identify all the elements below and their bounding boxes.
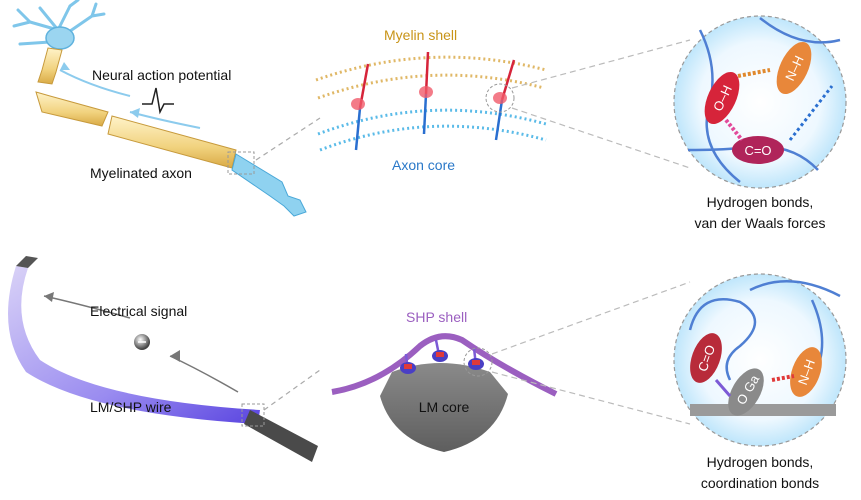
hydrogen-bond	[771, 374, 795, 382]
top-bonds-label-2: van der Waals forces	[695, 215, 826, 231]
co-molecule: C=O	[690, 333, 722, 383]
nh-molecule: N–H	[790, 347, 822, 397]
bottom-bonds-label-1: Hydrogen bonds,	[707, 454, 814, 470]
coordination-bond	[714, 379, 732, 397]
wire-illustration: Electrical signal LM/SHP wire	[8, 256, 318, 462]
hydrogen-bond	[724, 118, 744, 142]
arrow-head	[44, 292, 54, 302]
connector-line	[263, 369, 321, 411]
myelin-shell-label: Myelin shell	[384, 27, 457, 43]
neuron-illustration: Neural action potential Myelinated axon	[12, 0, 307, 217]
oh-molecule: O–H	[704, 71, 740, 125]
lm-core	[380, 363, 508, 452]
arrow-head	[170, 350, 180, 362]
connector-line	[255, 117, 321, 161]
top-bonds-label-1: Hydrogen bonds,	[707, 194, 814, 210]
wire-tip	[16, 256, 38, 268]
lm-core-label: LM core	[419, 399, 470, 415]
wire-label: LM/SHP wire	[90, 399, 172, 415]
ga-o-molecule: O Ga	[728, 368, 764, 416]
shp-links	[400, 339, 484, 374]
membrane-illustration: Myelin shell Axon core	[315, 27, 547, 173]
top-zoom-circle: O–H N–H C=O	[673, 15, 847, 189]
lm-surface	[690, 404, 836, 416]
myelin-band	[315, 55, 547, 100]
neural-label: Neural action potential	[92, 67, 231, 83]
connector-line	[491, 371, 691, 425]
co-molecule: C=O	[732, 136, 784, 164]
hbond-nodes	[351, 86, 507, 110]
svg-text:C=O: C=O	[744, 143, 771, 158]
nh-molecule: N–H	[776, 41, 812, 95]
bottom-bonds-label-2: coordination bonds	[701, 475, 819, 491]
wire-core-end	[244, 410, 318, 462]
axon-core-label: Axon core	[392, 157, 455, 173]
arrow-head	[130, 108, 140, 118]
shp-shell-label: SHP shell	[406, 309, 467, 325]
connector-line	[511, 107, 691, 169]
bottom-zoom-circle: C=O O Ga N–H	[673, 273, 847, 447]
signal-label: Electrical signal	[90, 303, 187, 319]
wire-zoom-box	[241, 403, 265, 427]
soma	[45, 26, 75, 50]
axon-zoom-box	[227, 151, 255, 175]
axon-label: Myelinated axon	[90, 165, 192, 181]
shp-zoom-circle	[463, 347, 493, 377]
axon-terminal	[231, 153, 307, 217]
peptide-links	[354, 51, 516, 151]
connector-line	[491, 281, 691, 355]
wire-body	[8, 266, 260, 424]
hydrogen-bond	[737, 68, 771, 78]
shp-shell	[331, 333, 558, 397]
spike-icon	[142, 87, 174, 115]
membrane-zoom-circle	[485, 83, 515, 113]
dendrites	[12, 0, 106, 46]
axon-core-band	[317, 108, 547, 152]
connector-line	[511, 39, 691, 89]
arrow-head	[60, 62, 70, 70]
shp-illustration: SHP shell LM core	[331, 309, 558, 452]
